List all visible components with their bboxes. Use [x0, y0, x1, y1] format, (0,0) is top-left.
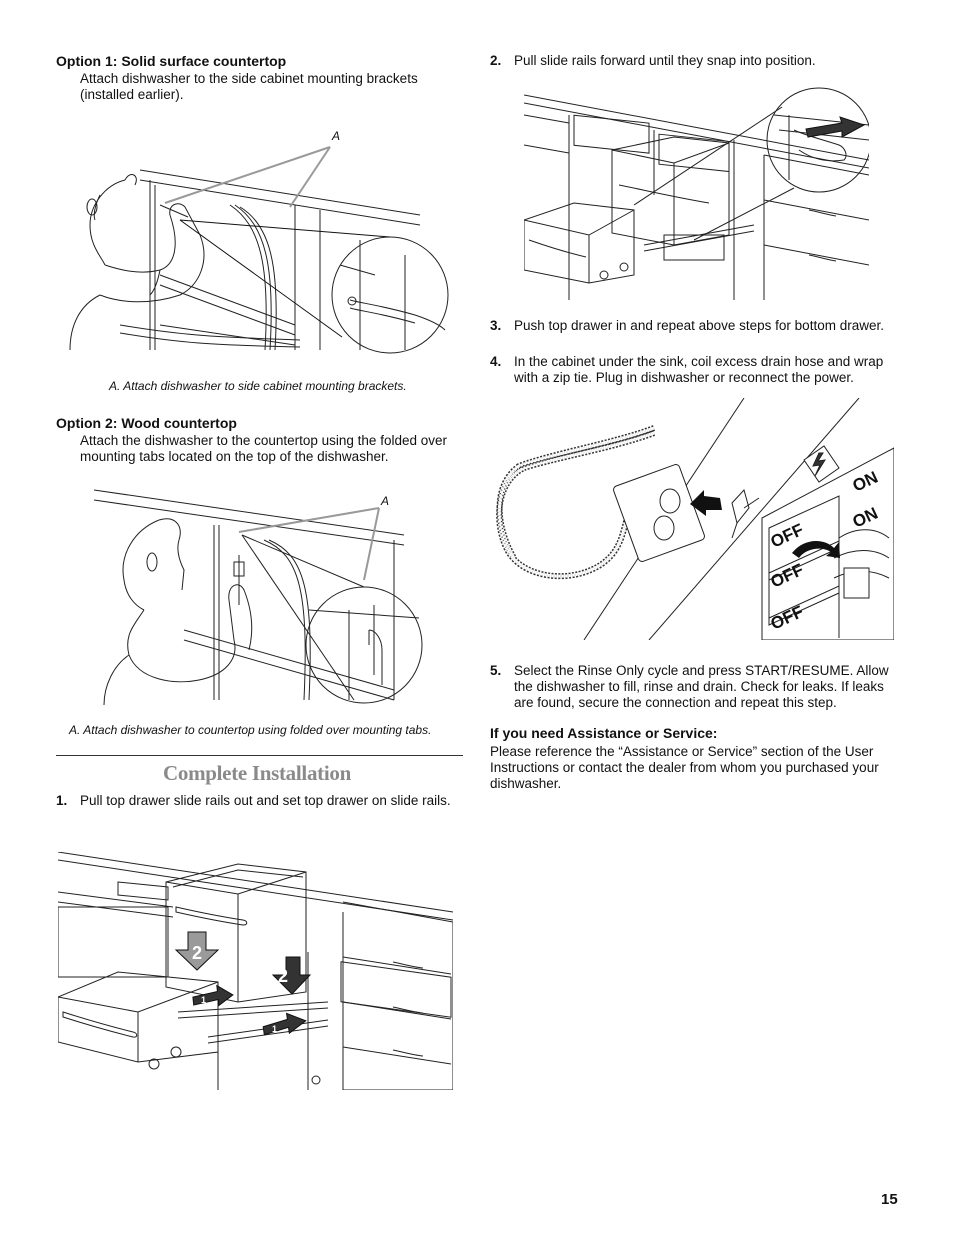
step-3-text: Push top drawer in and repeat above step… [514, 318, 884, 333]
step-2-text: Pull slide rails forward until they snap… [514, 53, 816, 68]
step-2: 2. Pull slide rails forward until they s… [490, 53, 900, 69]
option2-body: Attach the dishwasher to the countertop … [80, 433, 447, 464]
figure3-label-1b: 1 [272, 1024, 277, 1034]
step-3: 3. Push top drawer in and repeat above s… [490, 318, 900, 334]
step-4-number: 4. [490, 354, 502, 369]
figure-solid-surface: A [60, 129, 460, 360]
figure3-label-1a: 1 [201, 995, 206, 1005]
option2-heading: Option 2: Wood countertop [56, 415, 237, 431]
step-4-text: In the cabinet under the sink, coil exce… [514, 354, 884, 385]
step-1: 1. Pull top drawer slide rails out and s… [56, 793, 456, 809]
option1-caption: A. Attach dishwasher to side cabinet mou… [109, 379, 407, 393]
option1-heading: Option 1: Solid surface countertop [56, 53, 287, 69]
figure3-label-2b: 2 [278, 966, 288, 986]
step-3-number: 3. [490, 318, 502, 333]
section-title: Complete Installation [163, 761, 351, 785]
figure2-callout: A [380, 494, 389, 508]
step-5-number: 5. [490, 663, 502, 678]
figure-rails-forward [524, 85, 869, 300]
figure3-label-2a: 2 [192, 943, 202, 963]
step-1-number: 1. [56, 793, 68, 808]
step-2-number: 2. [490, 53, 502, 68]
figure-drawers-rails: 2 2 1 1 [58, 852, 453, 1090]
figure1-callout: A [331, 129, 340, 143]
assistance-body: Please reference the “Assistance or Serv… [490, 744, 879, 791]
step-4: 4. In the cabinet under the sink, coil e… [490, 354, 900, 386]
option1-body: Attach dishwasher to the side cabinet mo… [80, 71, 418, 102]
page-number: 15 [881, 1191, 898, 1208]
figure-wood-countertop: A [64, 480, 424, 710]
step-5-text: Select the Rinse Only cycle and press ST… [514, 663, 889, 710]
figure-power-connection: ON ON OFF OFF OFF [494, 398, 894, 640]
option2-caption: A. Attach dishwasher to countertop using… [69, 723, 432, 737]
section-divider [56, 755, 463, 756]
step-1-text: Pull top drawer slide rails out and set … [80, 793, 451, 808]
step-5: 5. Select the Rinse Only cycle and press… [490, 663, 902, 711]
assistance-heading: If you need Assistance or Service: [490, 725, 718, 741]
